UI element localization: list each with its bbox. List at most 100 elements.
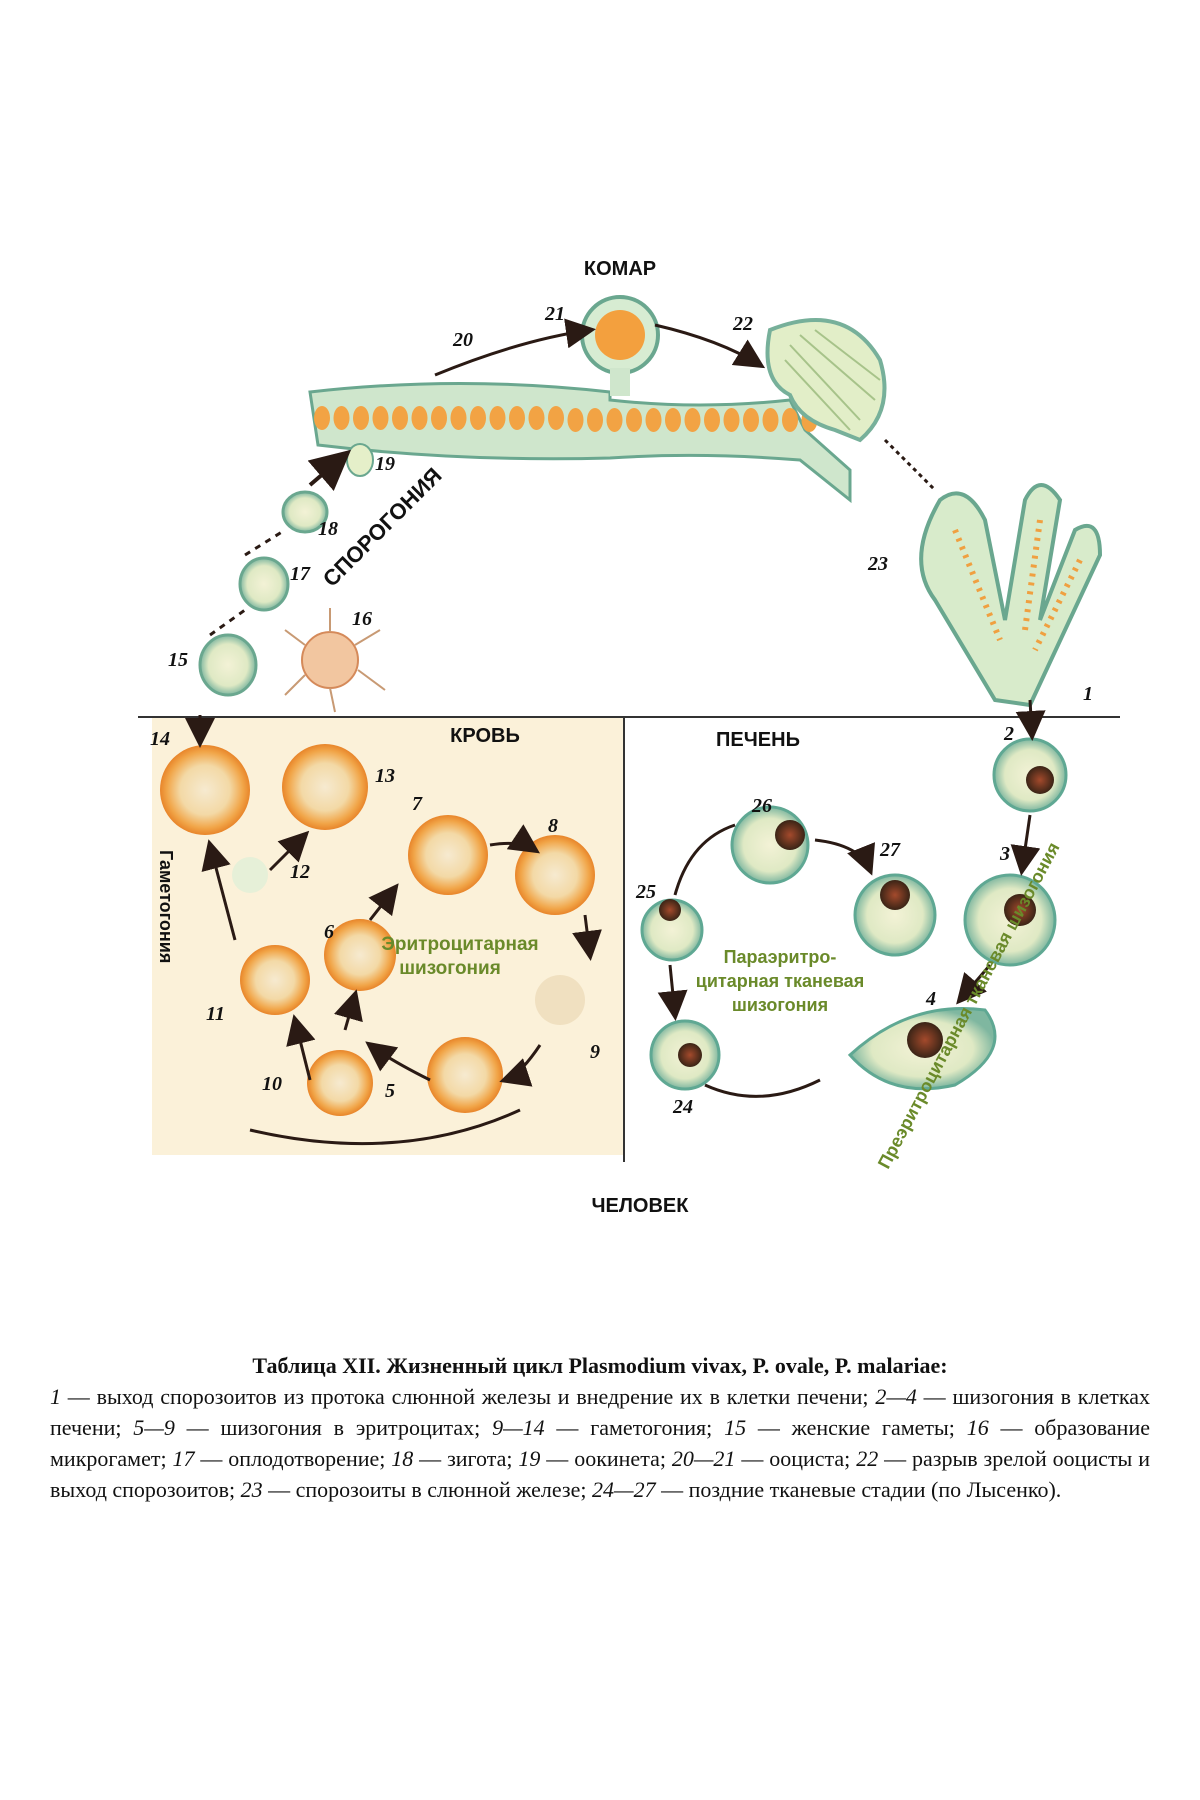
caption-stage-text: — зигота; xyxy=(413,1446,519,1471)
caption-stage-text: — шизогония в эритроцитах; xyxy=(174,1415,493,1440)
gut-cell-nucleus xyxy=(626,408,642,432)
stage-number: 26 xyxy=(751,795,772,817)
caption-stage-ref: 17 xyxy=(172,1446,195,1471)
stage-number: 9 xyxy=(590,1041,600,1063)
stage-number: 27 xyxy=(879,839,901,861)
stage-number: 22 xyxy=(732,313,753,335)
salivary-gland-stage-23 xyxy=(919,483,1103,708)
stage-number: 18 xyxy=(318,518,338,540)
caption-stage-text: — оокинета; xyxy=(540,1446,672,1471)
gut-cell-nucleus xyxy=(372,406,389,430)
gut-cell-nucleus xyxy=(782,408,798,432)
gut-cell-nucleus xyxy=(665,408,681,432)
stage-number: 13 xyxy=(375,765,395,787)
stage-number: 6 xyxy=(324,921,334,943)
gut-cell-nucleus xyxy=(606,408,623,432)
para-label-1: Параэритро- xyxy=(724,947,837,967)
gut-cell-nucleus xyxy=(450,406,467,430)
stage-number: 19 xyxy=(375,453,395,475)
region-liver: ПЕЧЕНЬ xyxy=(716,729,800,751)
caption-stage-text: — поздние тканевые стадии (по Лысенко). xyxy=(655,1477,1062,1502)
stage-number: 7 xyxy=(412,793,423,815)
region-human: ЧЕЛОВЕК xyxy=(592,1195,690,1217)
caption-stage-text: — ооциста; xyxy=(735,1446,857,1471)
caption-stage-text: — спорозоиты в слюнной железе; xyxy=(262,1477,593,1502)
oocyst-stage-21 xyxy=(580,295,660,396)
caption-stage-text: — разрыв зрелой ооцисты и выход спорозои… xyxy=(50,1446,1151,1502)
region-blood: КРОВЬ xyxy=(450,725,520,747)
gut-cell-nucleus xyxy=(353,406,369,430)
caption-stage-ref: 18 xyxy=(391,1446,414,1471)
region-mosquito: КОМАР xyxy=(584,258,656,280)
gut-cell-nucleus xyxy=(489,406,506,430)
erythrocytic-stages xyxy=(160,744,595,1116)
caption-stage-ref: 19 xyxy=(518,1446,541,1471)
caption-stage-text: — гаметогония; xyxy=(544,1415,725,1440)
gut-cell-nucleus xyxy=(587,408,603,432)
gut-cell-nucleus xyxy=(762,408,779,432)
sporogony-stages xyxy=(198,443,386,713)
caption-stage-ref: 1 xyxy=(50,1384,61,1409)
gut-cell-nucleus xyxy=(684,408,701,432)
stage-number: 12 xyxy=(290,861,310,883)
figure-caption: Таблица XII. Жизненный цикл Plasmodium v… xyxy=(50,1350,1150,1505)
gut-cell-nucleus xyxy=(704,408,720,432)
caption-stage-text: — шизогония в клетках печени; xyxy=(50,1384,1150,1440)
erythrocytic-label-2: шизогония xyxy=(399,958,501,979)
stage-number: 10 xyxy=(262,1073,282,1095)
caption-description: 1 — выход спорозоитов из протока слюнной… xyxy=(50,1381,1150,1505)
stage-number: 2 xyxy=(1003,723,1014,745)
caption-stage-ref: 9—14 xyxy=(492,1415,545,1440)
stage-number: 5 xyxy=(385,1080,395,1102)
stage-number: 17 xyxy=(290,563,311,585)
gut-cell-nucleus xyxy=(314,406,330,430)
caption-stage-text: — образование микрогамет; xyxy=(50,1415,1150,1471)
stage-number: 23 xyxy=(867,553,888,575)
stage-number: 21 xyxy=(544,303,565,325)
caption-stage-ref: 22 xyxy=(856,1446,879,1471)
caption-stage-text: — выход спорозоитов из протока слюнной ж… xyxy=(61,1384,876,1409)
stage-number: 16 xyxy=(352,608,372,630)
gut-cell-nucleus xyxy=(743,408,759,432)
gut-cell-nucleus xyxy=(723,408,740,432)
main-cycle-arrows xyxy=(185,318,937,748)
stage-number: 25 xyxy=(635,881,656,903)
midgut-epithelium xyxy=(308,382,852,504)
erythrocytic-arrows xyxy=(201,824,602,1146)
caption-stage-ref: 2—4 xyxy=(875,1384,917,1409)
gut-cell-nucleus xyxy=(333,406,350,430)
para-label-2: цитарная тканевая xyxy=(696,971,864,991)
stage-number: 4 xyxy=(925,988,936,1010)
gut-cell-nucleus xyxy=(392,406,408,430)
gut-cell-nucleus xyxy=(567,408,584,432)
caption-stage-ref: 5—9 xyxy=(133,1415,175,1440)
liver-stages xyxy=(640,737,1068,1091)
caption-stage-ref: 15 xyxy=(724,1415,747,1440)
caption-stage-text: — оплодотворение; xyxy=(194,1446,392,1471)
caption-stage-ref: 16 xyxy=(966,1415,989,1440)
ruptured-oocyst-stage-22 xyxy=(765,318,887,443)
stage-number: 1 xyxy=(1083,683,1093,705)
stage-numbers: 1 2 3 4 5 6 7 8 9 10 11 12 13 14 15 16 1… xyxy=(150,303,1093,1118)
caption-stage-text: — женские гаметы; xyxy=(746,1415,967,1440)
gut-cell-nucleus xyxy=(411,406,428,430)
gut-cell-nucleus xyxy=(431,406,447,430)
para-label-3: шизогония xyxy=(732,995,828,1015)
gut-cell-nucleus xyxy=(645,408,662,432)
caption-stage-ref: 24—27 xyxy=(592,1477,656,1502)
caption-stage-ref: 20—21 xyxy=(671,1446,736,1471)
stage-number: 20 xyxy=(452,329,473,351)
stage-number: 11 xyxy=(206,1003,225,1025)
caption-stage-ref: 23 xyxy=(240,1477,263,1502)
gametogony-label: Гаметогония xyxy=(156,850,176,963)
erythrocytic-label-1: Эритроцитарная xyxy=(381,934,538,955)
caption-title: Таблица XII. Жизненный цикл Plasmodium v… xyxy=(252,1353,948,1378)
stage-number: 14 xyxy=(150,728,170,750)
stage-number: 15 xyxy=(168,649,188,671)
liver-arrows xyxy=(657,699,1046,1098)
gut-cell-nucleus xyxy=(528,406,545,430)
stage-number: 3 xyxy=(999,843,1010,865)
gut-cell-nucleus xyxy=(548,406,564,430)
gut-cell-nucleus xyxy=(470,406,486,430)
